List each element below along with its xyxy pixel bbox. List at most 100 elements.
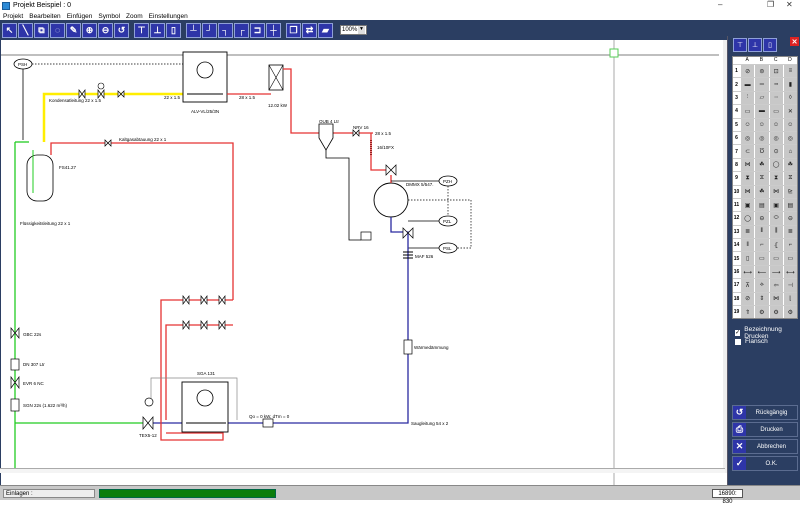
schematic[interactable]: PSH Kondensatleitung 22 x 1.5 22 x 1.5 A… [1, 40, 726, 485]
page-handle[interactable] [609, 48, 619, 58]
symbol-cell[interactable]: ⌐ [782, 239, 797, 252]
checkbox-bezeichnung[interactable]: ✓ Bezeichnung Drucken [735, 326, 782, 340]
pipe-gray-tool-button[interactable]: ⊐ [250, 22, 265, 38]
symbol-cell[interactable]: ◯ [740, 212, 755, 225]
pipe-yellow-tool-button[interactable]: ┌ [234, 22, 249, 38]
minimize-button[interactable]: – [718, 0, 723, 9]
symbol-cell[interactable]: ◎ [782, 131, 797, 145]
symbols-tab[interactable]: ⊤ [733, 38, 747, 52]
symbol-cell[interactable]: ▤ [782, 198, 797, 212]
symbol-cell[interactable]: ⊖ [782, 212, 797, 225]
symbol-cell[interactable]: ⟡ [754, 279, 769, 292]
pipes-tab[interactable]: ⊥ [748, 38, 762, 52]
lasso-tool-button[interactable]: ◌ [50, 22, 65, 38]
symbol-cell[interactable]: ⋈ [768, 185, 783, 198]
parts-tab[interactable]: ▯ [763, 38, 777, 52]
symbol-cell[interactable]: ▭ [754, 252, 769, 265]
restore-button[interactable]: ❐ [767, 0, 775, 9]
symbol-cell[interactable]: ▭ [768, 252, 783, 265]
symbol-cell[interactable]: ≡ [782, 65, 797, 78]
symbol-cell[interactable]: ☘ [754, 158, 769, 172]
menu-zoom[interactable]: Zoom [126, 12, 143, 20]
symbol-cell[interactable]: ⊙ [768, 145, 783, 158]
ok-button[interactable]: ✓ O.K. [732, 456, 798, 471]
symbol-cell[interactable]: ⦃ [768, 239, 783, 252]
symbol-cell[interactable]: ⟷ [782, 265, 797, 279]
symbol-cell[interactable]: ▣ [768, 198, 783, 212]
symbol-cell[interactable]: ≣ [740, 225, 755, 239]
horizontal-scrollbar[interactable] [0, 468, 725, 473]
symbol-cell[interactable]: ✕ [782, 105, 797, 118]
eraser-tool-button[interactable]: ✎ [66, 22, 81, 38]
zoom-out-tool-button[interactable]: ⊖ [98, 22, 113, 38]
menu-projekt[interactable]: Projekt [3, 12, 24, 20]
symbol-a-tool-button[interactable]: ⊤ [134, 22, 149, 38]
symbol-cell[interactable]: ‖ [740, 239, 755, 252]
symbol-cell[interactable]: ⦀ [754, 225, 769, 239]
symbol-cell[interactable]: ▤ [754, 198, 769, 212]
checkbox-flansch[interactable]: Flansch [735, 338, 768, 345]
symbol-cell[interactable]: ◎ [740, 131, 755, 145]
symbol-cell[interactable]: ▱ [754, 91, 769, 105]
undo-tool-button[interactable]: ↺ [114, 22, 129, 38]
symbol-cell[interactable]: ⌂ [782, 145, 797, 158]
symbol-cell[interactable]: ⇑ [740, 306, 755, 319]
symbol-cell[interactable]: ⊂ [740, 145, 755, 158]
vertical-scrollbar[interactable] [723, 40, 727, 473]
symbol-cell[interactable]: ⚙ [754, 306, 769, 319]
window-tool-button[interactable]: ❐ [286, 22, 301, 38]
symbol-cell[interactable]: ⟵ [754, 265, 769, 279]
zoom-in-tool-button[interactable]: ⊕ [82, 22, 97, 38]
symbol-cell[interactable]: ◊ [782, 91, 797, 105]
copy-tool-button[interactable]: ⧉ [34, 22, 49, 38]
menu-einfuegen[interactable]: Einfügen [66, 12, 93, 20]
menu-symbol[interactable]: Symbol [98, 12, 121, 20]
pipe-red-tool-button[interactable]: ┐ [218, 22, 233, 38]
line-tool-button[interactable]: ╲ [18, 22, 33, 38]
symbol-cell[interactable]: ⇕ [754, 292, 769, 306]
panel-close-button[interactable]: ✕ [790, 37, 799, 46]
symbol-cell[interactable]: ◯ [768, 158, 783, 172]
refresh-tool-button[interactable]: ⇄ [302, 22, 317, 38]
menu-einstellungen[interactable]: Einstellungen [148, 12, 188, 20]
symbol-cell[interactable]: ▮ [782, 78, 797, 91]
select-tool-button[interactable]: ↖ [2, 22, 17, 38]
symbol-cell[interactable]: ⊵ [782, 185, 797, 198]
symbol-cell[interactable]: ▭ [740, 105, 755, 118]
symbol-cell[interactable]: ⬭ [768, 212, 783, 225]
symbol-cell[interactable]: ⧗ [740, 172, 755, 185]
symbol-cell[interactable]: ⊣ [782, 279, 797, 292]
symbol-cell[interactable]: ▭ [782, 252, 797, 265]
print-button[interactable]: ⎙ Drucken [732, 422, 798, 437]
symbol-c-tool-button[interactable]: ▯ [166, 22, 181, 38]
symbol-cell[interactable]: ⊜ [754, 65, 769, 78]
symbol-cell[interactable]: ⊼ [740, 279, 755, 292]
zoom-select[interactable]: 100%▼ [340, 25, 367, 35]
symbol-cell[interactable]: ▯ [740, 252, 755, 265]
close-button[interactable]: ✕ [786, 0, 793, 9]
symbol-cell[interactable]: ≣ [782, 225, 797, 239]
symbol-cell[interactable]: ⫼ [768, 225, 783, 239]
symbol-cell[interactable]: ⊘ [740, 292, 755, 306]
symbol-cell[interactable]: ⋈ [740, 185, 755, 198]
symbol-cell[interactable]: ⧗ [768, 172, 783, 185]
symbol-cell[interactable]: ▬ [740, 78, 755, 91]
symbol-cell[interactable]: ◎ [768, 131, 783, 145]
symbol-cell[interactable]: ⇦ [768, 279, 783, 292]
cancel-button[interactable]: ✕ Abbrechen [732, 439, 798, 454]
symbol-cell[interactable]: ☘ [754, 185, 769, 198]
checkbox-flansch-box[interactable] [735, 338, 741, 345]
symbol-cell[interactable]: ⫶ [740, 91, 755, 105]
symbol-cell[interactable]: ☺ [768, 118, 783, 131]
symbol-cell[interactable]: ┅ [768, 78, 783, 91]
symbol-cell[interactable]: ▭ [768, 105, 783, 118]
symbol-cell[interactable]: ⋈ [740, 158, 755, 172]
symbol-cell[interactable]: ☺ [740, 118, 755, 131]
chevron-down-icon[interactable]: ▼ [358, 26, 365, 34]
open-folder-tool-button[interactable]: ▰ [318, 22, 333, 38]
symbol-cell[interactable]: ⌐ [754, 239, 769, 252]
pipe-green-tool-button[interactable]: ┴ [186, 22, 201, 38]
drawing-canvas[interactable]: PSH Kondensatleitung 22 x 1.5 22 x 1.5 A… [0, 40, 725, 485]
symbol-cell[interactable]: ☺ [754, 118, 769, 131]
undo-button[interactable]: ↺ Rückgängig [732, 405, 798, 420]
